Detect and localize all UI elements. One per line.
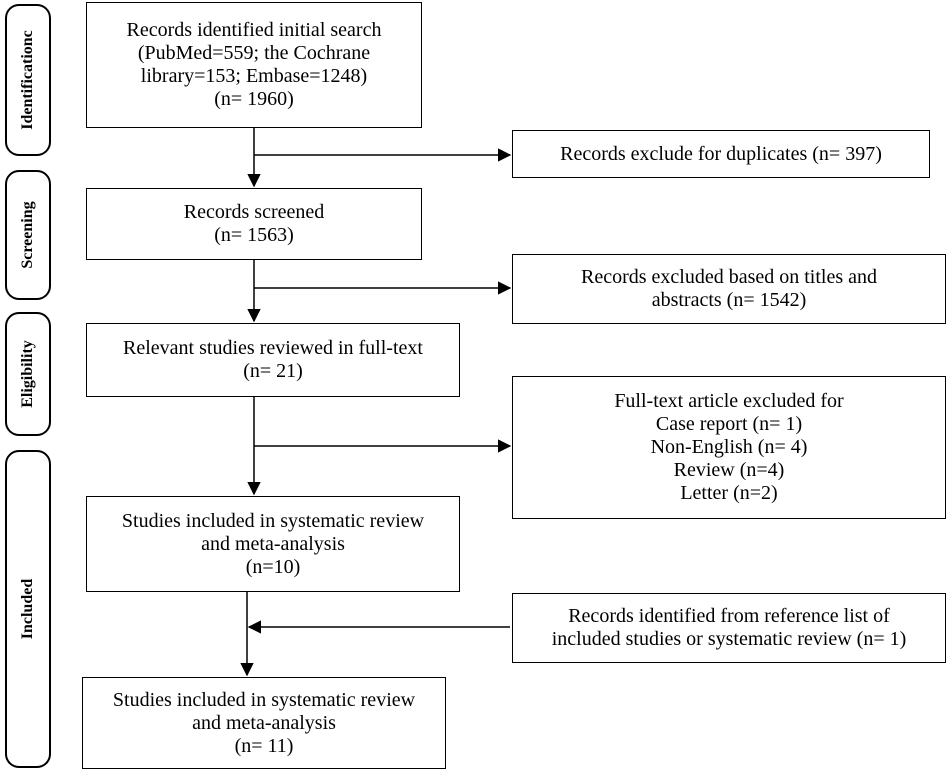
box-initial-search: Records identified initial search (PubMe… bbox=[86, 2, 422, 128]
stage-screening: Screening bbox=[5, 170, 51, 300]
box-fulltext-reviewed: Relevant studies reviewed in full-text (… bbox=[86, 323, 460, 397]
box-reference-list: Records identified from reference list o… bbox=[512, 593, 946, 663]
box-included-10: Studies included in systematic review an… bbox=[86, 496, 460, 592]
stage-eligibility: Eligibility bbox=[5, 312, 51, 436]
box-excluded-titles: Records excluded based on titles and abs… bbox=[512, 254, 946, 324]
box-screened: Records screened (n= 1563) bbox=[86, 188, 422, 260]
stage-identification: Identificationc bbox=[5, 4, 51, 156]
box-fulltext-excluded: Full-text article excluded for Case repo… bbox=[512, 376, 946, 519]
stage-included: Included bbox=[5, 450, 51, 768]
box-duplicates: Records exclude for duplicates (n= 397) bbox=[512, 130, 930, 178]
box-included-11: Studies included in systematic review an… bbox=[82, 677, 446, 769]
